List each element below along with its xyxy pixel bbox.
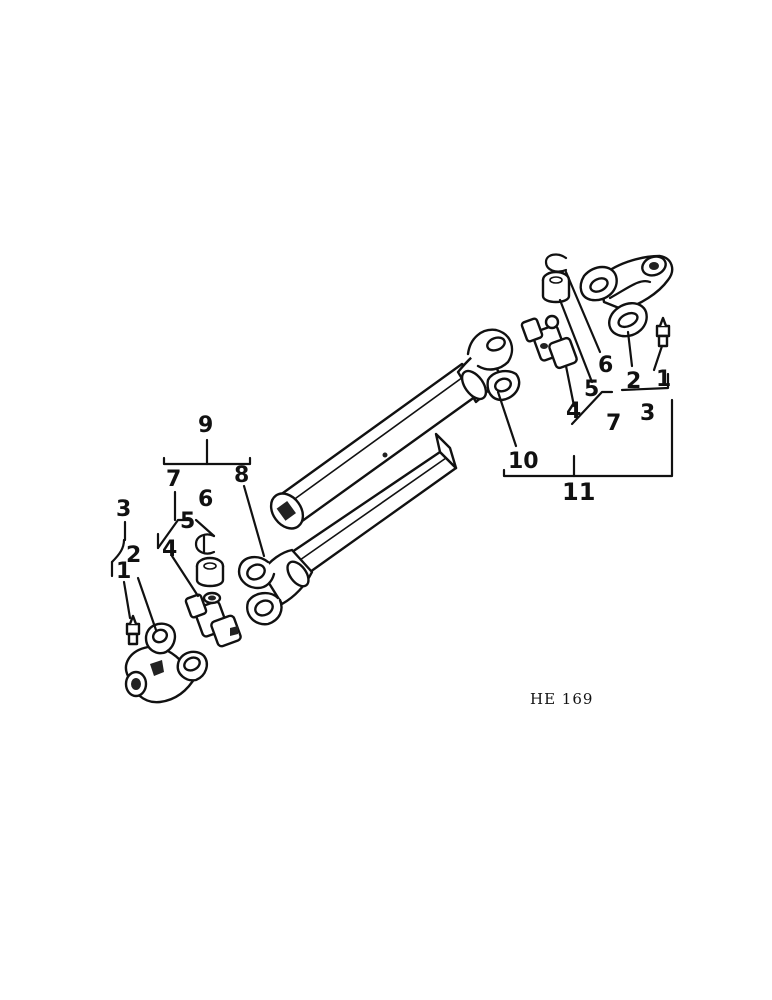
- callout-left-6: 6: [198, 487, 213, 512]
- leader-lines: [110, 270, 674, 632]
- left-snap-ring: [194, 533, 216, 555]
- callout-left-4: 4: [162, 537, 177, 562]
- right-bearing-cup: [541, 270, 571, 304]
- right-snap-ring: [544, 253, 568, 273]
- left-grease-fitting: [125, 614, 141, 646]
- callout-right-7: 7: [606, 411, 621, 436]
- left-bearing-cup: [195, 556, 225, 588]
- right-end-yoke: [579, 254, 674, 338]
- figure-code: HE 169: [530, 690, 593, 708]
- callout-labels: 9 7 8 3 6 5 2 4 1 10 11 6 5 4 7 3 2 1: [116, 353, 671, 584]
- callout-right-3: 3: [640, 401, 655, 426]
- callout-left-2: 2: [126, 543, 141, 568]
- callout-right-5: 5: [584, 377, 599, 402]
- right-grease-fitting: [655, 316, 671, 348]
- callout-right-1: 1: [656, 367, 671, 392]
- callout-left-9: 9: [198, 413, 213, 438]
- callout-left-1: 1: [116, 559, 131, 584]
- right-cross: [520, 314, 578, 370]
- callout-right-2: 2: [626, 369, 641, 394]
- left-end-yoke: [124, 622, 208, 704]
- callout-right-10: 10: [508, 449, 539, 474]
- callout-right-6: 6: [598, 353, 613, 378]
- callout-right-4: 4: [566, 399, 581, 424]
- callout-left-5: 5: [180, 509, 195, 534]
- callout-left-3: 3: [116, 497, 131, 522]
- outer-tube-yoke: [456, 328, 521, 404]
- outer-tube: [269, 362, 492, 530]
- callout-right-11: 11: [562, 478, 595, 506]
- callout-left-7: 7: [166, 467, 181, 492]
- left-cross: [184, 591, 242, 648]
- callout-left-8: 8: [234, 463, 249, 488]
- inner-tube-yoke: [237, 548, 314, 626]
